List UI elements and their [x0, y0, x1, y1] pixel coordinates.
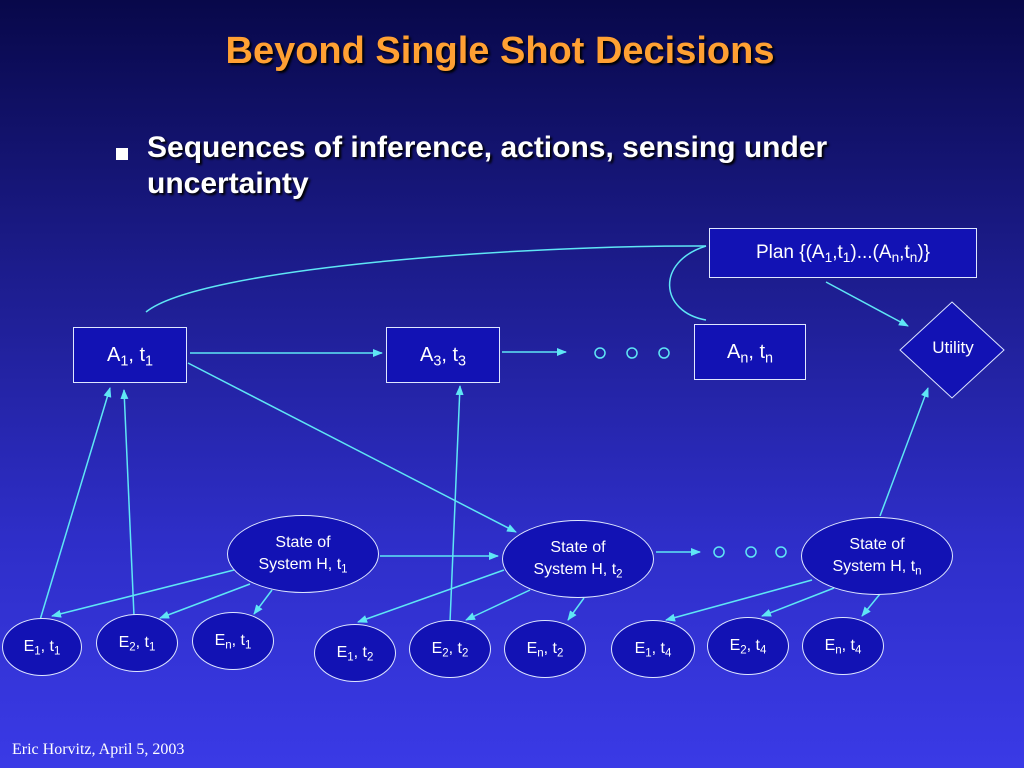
edge-plan-utility: [825, 281, 909, 327]
ellipsis-dot: [658, 347, 670, 359]
edge-s1-e1: [51, 569, 235, 618]
edge-e2t1-a1: [120, 389, 135, 617]
edge-sn-en: [861, 593, 881, 617]
ellipsis-dot: [594, 347, 606, 359]
evidence-node: En, t2: [504, 620, 586, 678]
slide-title: Beyond Single Shot Decisions: [225, 30, 775, 72]
edge-e1t1-a1: [39, 387, 112, 621]
footer-credit: Eric Horvitz, April 5, 2003: [12, 741, 185, 758]
edge-sn-utility: [879, 387, 929, 517]
evidence-node: En, t4: [802, 617, 884, 675]
plan-hook: [668, 245, 707, 321]
action-node: A3, t3: [386, 327, 500, 383]
evidence-node: E2, t2: [409, 620, 491, 678]
ellipsis-dot: [775, 546, 787, 558]
edge-s1-e2: [159, 583, 251, 619]
evidence-node: E1, t4: [611, 620, 695, 678]
evidence-node: E1, t1: [2, 618, 82, 676]
action-node: An, tn: [694, 324, 806, 380]
edge-e2t2-a3: [449, 385, 464, 623]
ellipsis-dot: [745, 546, 757, 558]
evidence-node: E2, t1: [96, 614, 178, 672]
evidence-node: En, t1: [192, 612, 274, 670]
action-node: A1, t1: [73, 327, 187, 383]
edge-s2-en: [567, 597, 585, 621]
edge-s2-e1: [357, 569, 505, 623]
ellipsis-dot: [626, 347, 638, 359]
evidence-node: E1, t2: [314, 624, 396, 682]
ellipsis-dot: [713, 546, 725, 558]
bullet-text: Sequences of inference, actions, sensing…: [147, 131, 828, 200]
plan-label: Plan {(A1,t1)...(An,tn)}: [755, 242, 931, 266]
bullet-icon: [116, 148, 128, 160]
edge-s1-en: [253, 589, 273, 615]
utility-diamond: [899, 301, 1005, 399]
edge-a1-state2: [187, 362, 517, 533]
edge-s2-e2: [465, 589, 531, 621]
plan-arc: [145, 245, 707, 313]
edge-sn-e2: [761, 587, 835, 617]
utility-label: Utility: [932, 338, 974, 357]
evidence-node: E2, t4: [707, 617, 789, 675]
edge-sn-e1: [665, 579, 813, 622]
plan-node: Plan {(A1,t1)...(An,tn)}: [709, 228, 977, 278]
